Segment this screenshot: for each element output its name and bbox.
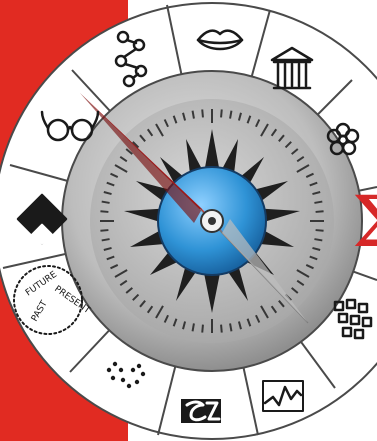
tick-mark: [316, 211, 324, 212]
tick-mark: [100, 211, 108, 212]
tick-mark: [314, 202, 322, 203]
tick-mark: [221, 109, 222, 117]
sigma-icon: Σ: [352, 181, 377, 263]
tick-mark: [316, 230, 324, 231]
tick-mark: [314, 239, 322, 240]
lips-icon: [198, 31, 242, 49]
tick-mark: [102, 239, 110, 240]
tick-mark: [193, 323, 194, 331]
tick-mark: [202, 325, 203, 333]
tick-mark: [230, 111, 231, 119]
tick-mark: [202, 109, 203, 117]
logo-block-icon: [181, 399, 221, 423]
line-chart-icon: [263, 381, 303, 411]
tick-mark: [193, 111, 194, 119]
tick-mark: [102, 202, 110, 203]
needle-pivot-inner: [208, 217, 216, 225]
tick-mark: [221, 325, 222, 333]
tick-mark: [230, 323, 231, 331]
tick-mark: [100, 230, 108, 231]
